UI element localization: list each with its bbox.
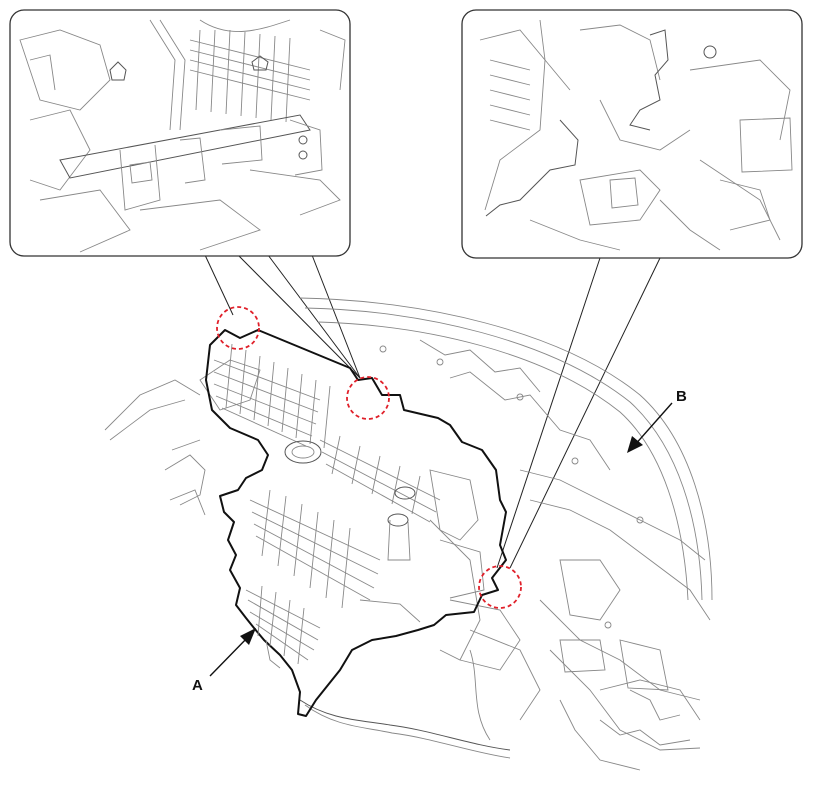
hvac-heater-unit (205, 329, 507, 717)
callout-label-a: A (192, 677, 203, 694)
leader-lines (204, 254, 661, 569)
callout-b: B (627, 388, 687, 453)
detail-view-connector (461, 9, 803, 259)
highlight-circles (216, 306, 522, 609)
highlight-circle-left (216, 306, 260, 350)
highlight-circle-right (478, 565, 522, 609)
callout-label-b: B (676, 388, 687, 405)
detail-view-mounting-bolts (9, 9, 351, 257)
callout-a: A (192, 628, 256, 694)
dashboard-crossmember (104, 297, 713, 771)
hvac-rib-texture (213, 343, 485, 669)
highlight-circle-center (346, 376, 390, 420)
